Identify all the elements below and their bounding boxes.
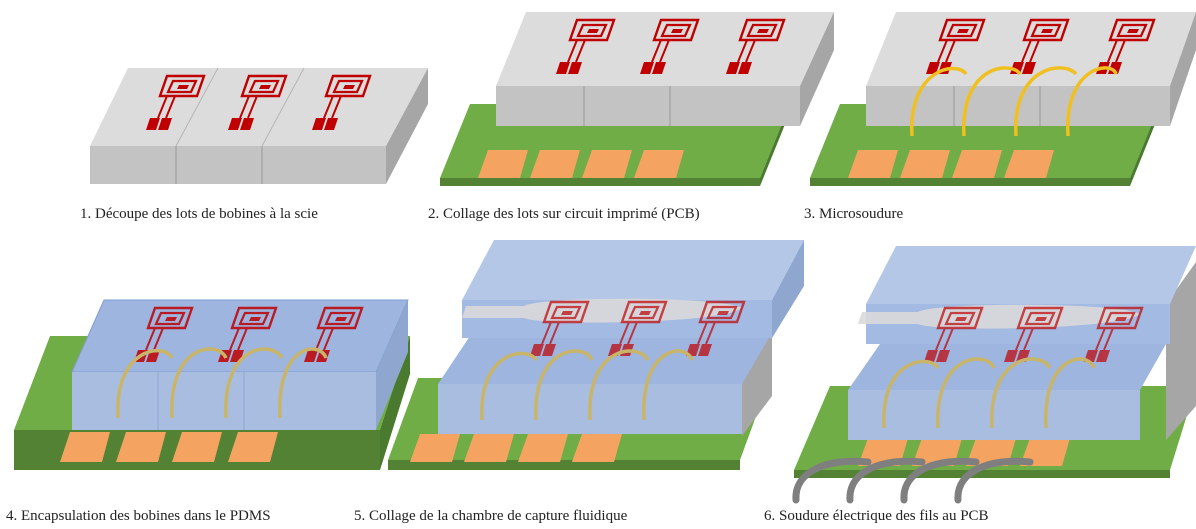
wire-bonds — [480, 349, 694, 421]
step-1-caption: 1. Découpe des lots de bobines à la scie — [80, 206, 318, 222]
panel-4-diagram — [14, 299, 410, 470]
fluidic-chamber — [858, 304, 1140, 329]
step-6-caption: 6. Soudure électrique des fils au PCB — [764, 508, 989, 524]
step-3-caption: 3. Microsoudure — [804, 206, 904, 222]
wire-bonds — [116, 347, 328, 419]
pcb-wires — [792, 457, 1034, 504]
panel-2-diagram — [440, 12, 834, 186]
panel-1-diagram — [90, 67, 428, 184]
fluidic-chamber — [462, 298, 742, 323]
panel-5-diagram — [388, 240, 804, 470]
wire-bonds — [882, 357, 1096, 429]
panel-3-diagram — [810, 12, 1196, 186]
step-2-caption: 2. Collage des lots sur circuit imprimé … — [428, 206, 700, 222]
wire-bonds — [910, 66, 1118, 137]
step-5-caption: 5. Collage de la chambre de capture flui… — [354, 508, 628, 524]
panel-6-diagram — [792, 246, 1196, 504]
step-4-caption: 4. Encapsulation des bobines dans le PDM… — [6, 508, 271, 524]
